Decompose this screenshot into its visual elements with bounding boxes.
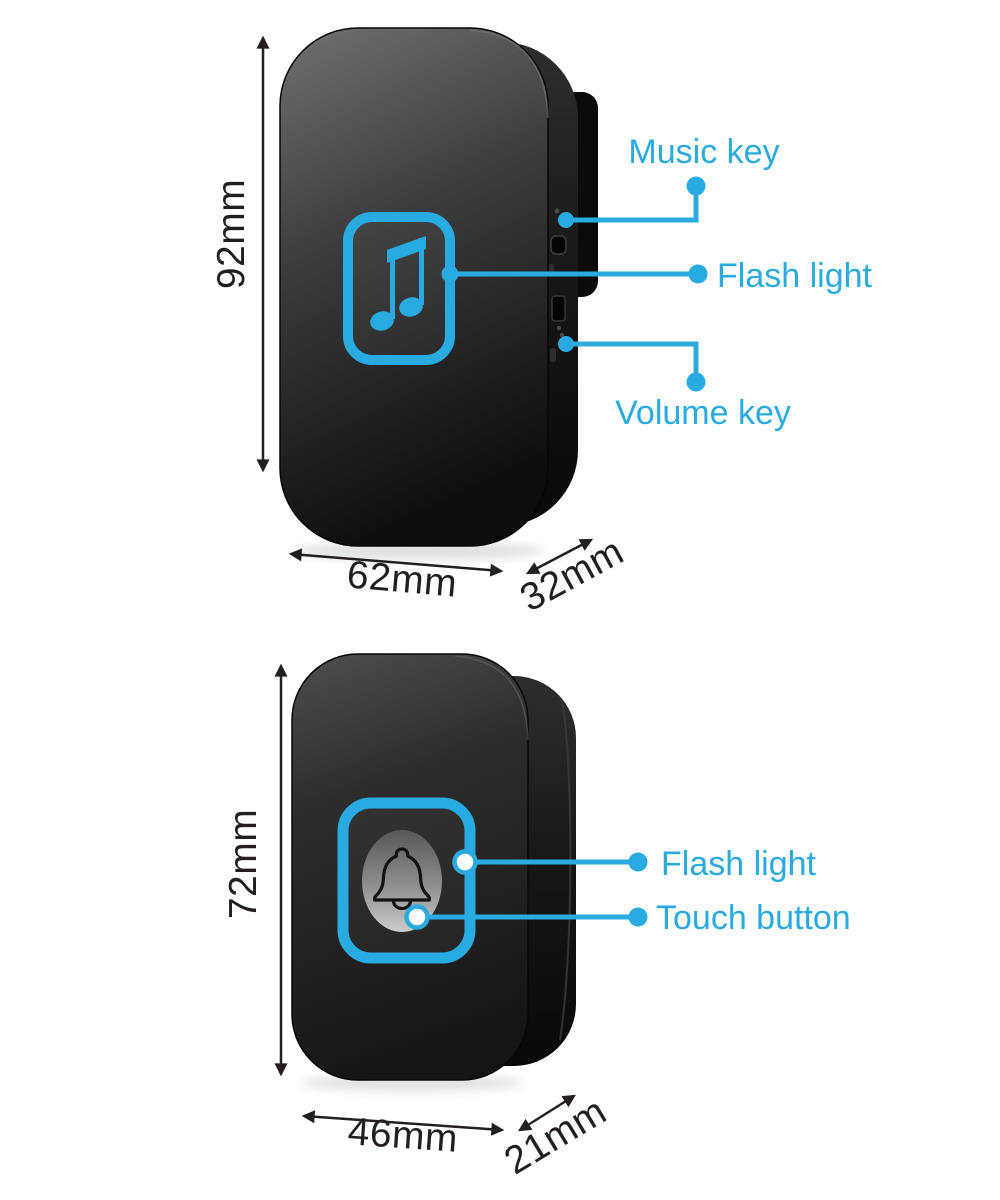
callout-anchor-volume-key — [558, 336, 574, 352]
callout-endpoint-volume-key — [686, 372, 706, 392]
bell-clapper — [391, 900, 413, 911]
dimension-label-width: 46mm — [346, 1110, 459, 1161]
button-edge-highlight — [454, 655, 529, 741]
dimension-arrow-depth — [518, 1094, 576, 1132]
callout-anchor-touch-button — [404, 904, 430, 930]
bell-body — [373, 847, 431, 902]
callout-anchor-flash-light — [441, 265, 459, 283]
dimension-arrow-width — [288, 548, 504, 577]
receiver-front-face — [279, 27, 549, 547]
volume-dot — [559, 332, 565, 338]
music-icon-frame — [343, 212, 455, 365]
music-key-button — [554, 208, 560, 214]
callout-line-volume-key — [566, 341, 699, 382]
note-head-right — [399, 297, 423, 317]
callout-label-flash-light: Flash light — [717, 257, 873, 295]
callout-endpoint-flash-light — [628, 852, 648, 872]
receiver-edge-highlight — [469, 29, 549, 119]
side-slot — [550, 348, 556, 362]
button-side-sheen — [559, 699, 572, 1041]
dimension-label-height: 72mm — [222, 809, 265, 919]
note-beam — [387, 236, 426, 263]
usb-port — [550, 235, 567, 255]
note-stem-left — [390, 252, 395, 319]
bell-icon-frame — [337, 797, 476, 964]
receiver-device: Music key Flash light Volume key 92mm 62… — [210, 27, 873, 620]
callout-anchor-flash-light — [452, 849, 478, 875]
dimension-label-width: 62mm — [345, 553, 459, 605]
volume-dot — [556, 325, 562, 331]
receiver-callouts — [441, 176, 708, 392]
callout-label-touch-button: Touch button — [656, 899, 851, 937]
dimension-label-height: 92mm — [210, 179, 253, 289]
callout-line-music-key — [566, 186, 699, 223]
callout-label-volume-key: Volume key — [615, 394, 791, 432]
bell-icon — [373, 847, 431, 911]
note-stem-right — [419, 238, 424, 305]
doorbell-button-device: Flash light Touch button 72mm 46mm 21mm — [222, 653, 851, 1183]
music-note-icon — [370, 236, 426, 331]
dimension-arrow-depth — [525, 538, 594, 575]
dimension-label-depth: 32mm — [513, 530, 631, 620]
note-head-left — [370, 311, 394, 331]
callout-endpoint-music-key — [686, 176, 706, 196]
dimension-arrow-width — [301, 1110, 505, 1136]
receiver-dimensions — [256, 35, 594, 577]
dimension-label-depth: 21mm — [497, 1089, 614, 1183]
button-dimensions — [274, 663, 576, 1136]
button-callouts — [404, 849, 648, 930]
callout-label-music-key: Music key — [628, 133, 779, 171]
callout-endpoint-flash-light — [688, 264, 708, 284]
receiver-side-controls — [549, 208, 567, 362]
volume-rocker — [551, 295, 566, 322]
callout-endpoint-touch-button — [628, 907, 648, 927]
callout-anchor-music-key — [558, 212, 574, 228]
callout-label-flash-light: Flash light — [661, 845, 817, 883]
